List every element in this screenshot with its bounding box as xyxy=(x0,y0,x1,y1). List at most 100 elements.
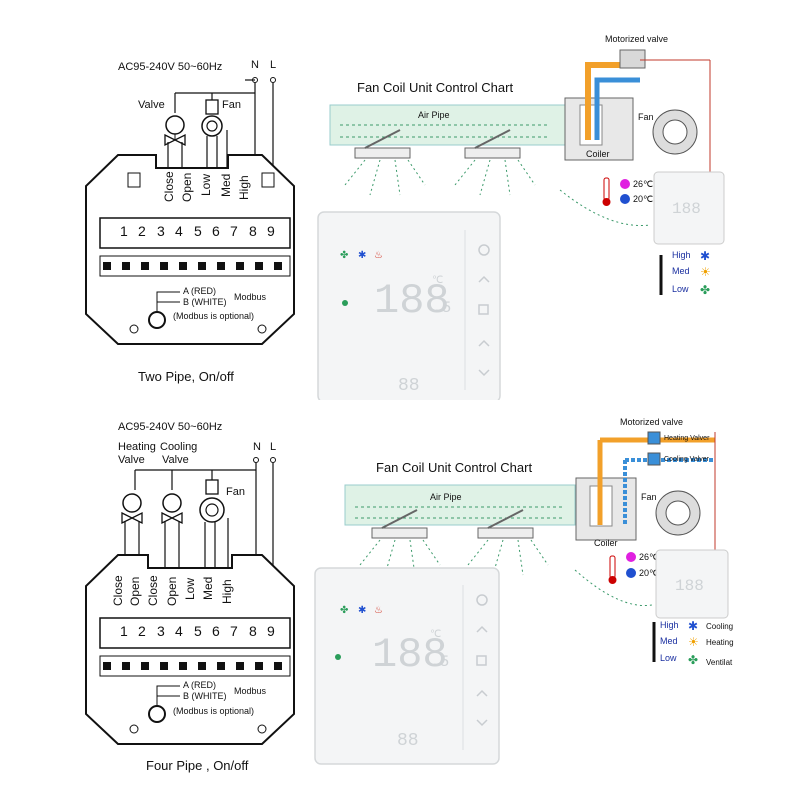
diagram-caption: Four Pipe , On/off xyxy=(146,758,249,773)
power-button-icon[interactable] xyxy=(476,594,488,606)
air-pipe-label: Air Pipe xyxy=(418,110,450,120)
airflow-arrows xyxy=(355,506,565,519)
cold-indicator-icon xyxy=(626,568,636,578)
mode-ventilation: Ventilat xyxy=(706,658,733,667)
fan-button-icon[interactable] xyxy=(476,625,488,633)
svg-text:7: 7 xyxy=(230,623,238,639)
heating-valve-icon xyxy=(121,493,143,525)
snowflake-icon: ✱ xyxy=(700,249,710,263)
modbus-note: (Modbus is optional) xyxy=(173,311,254,321)
svg-text:3: 3 xyxy=(157,223,165,239)
fan-mode-icon: ✤ xyxy=(700,283,710,297)
modbus-wires xyxy=(156,685,180,706)
heat-status-icon: ♨ xyxy=(374,605,383,616)
heating-valve-label: Heating xyxy=(118,441,156,453)
terminal-labels: Close Open Low Med High xyxy=(162,171,251,202)
live-terminal xyxy=(270,77,276,83)
svg-text:Close: Close xyxy=(162,171,176,202)
thermostat-backplate xyxy=(85,554,295,745)
chart-title: Fan Coil Unit Control Chart xyxy=(376,460,532,475)
temp-cold: 20℃ xyxy=(639,568,659,578)
cooling-valve-unit-icon xyxy=(647,452,661,466)
terminal-screws xyxy=(103,662,282,670)
speed-med: Med xyxy=(660,636,678,646)
up-button-icon[interactable] xyxy=(478,339,490,347)
fan-label: Fan xyxy=(226,486,245,498)
svg-text:6: 6 xyxy=(212,623,220,639)
svg-text:1: 1 xyxy=(120,623,128,639)
fan-button-icon[interactable] xyxy=(478,275,490,283)
down-button-icon[interactable] xyxy=(478,369,490,377)
cool-status-icon: ✱ xyxy=(358,250,366,261)
main-temp-display: 188 xyxy=(374,277,450,325)
device-buttons xyxy=(478,244,490,377)
svg-text:Open: Open xyxy=(128,577,142,606)
speed-high: High xyxy=(672,250,691,260)
power-label: AC95-240V 50~60Hz xyxy=(118,61,222,73)
power-label: AC95-240V 50~60Hz xyxy=(118,421,222,433)
svg-text:9: 9 xyxy=(267,623,275,639)
temp-hot: 26℃ xyxy=(633,179,653,189)
heat-status-icon: ♨ xyxy=(374,250,383,261)
svg-text:Med: Med xyxy=(201,577,215,600)
status-dot-icon xyxy=(335,654,341,660)
terminal-numbers: 1 2 3 4 5 6 7 8 9 xyxy=(120,623,275,639)
chart-title: Fan Coil Unit Control Chart xyxy=(357,80,513,95)
sun-icon: ☀ xyxy=(700,265,711,279)
mode-cooling: Cooling xyxy=(706,622,733,631)
fan-unit-label: Fan xyxy=(638,112,654,122)
fan-status-icon: ✤ xyxy=(340,250,348,261)
hot-indicator-icon xyxy=(626,552,636,562)
svg-text:8: 8 xyxy=(249,223,257,239)
cool-status-icon: ✱ xyxy=(358,605,366,616)
svg-text:6: 6 xyxy=(212,223,220,239)
device-buttons xyxy=(476,594,488,727)
temp-hot: 26℃ xyxy=(639,552,659,562)
svg-text:High: High xyxy=(220,579,234,604)
main-temp-unit: ℃ xyxy=(430,629,441,640)
fan-motor-icon xyxy=(199,479,225,523)
svg-text:Med: Med xyxy=(219,174,233,197)
main-temp-display: 188 xyxy=(372,631,448,679)
cooling-valve-icon xyxy=(161,493,183,525)
blower-hub-icon xyxy=(662,119,688,145)
two-pipe-panel: AC95-240V 50~60Hz N L Valve Fan Close Op xyxy=(0,0,800,403)
valve-label: Valve xyxy=(138,99,165,111)
fan-label: Fan xyxy=(222,99,241,111)
cold-indicator-icon xyxy=(620,194,630,204)
svg-text:4: 4 xyxy=(175,223,183,239)
air-pipe xyxy=(344,484,576,526)
modbus-wires xyxy=(156,291,180,312)
up-button-icon[interactable] xyxy=(476,689,488,697)
motorized-valve-label: Motorized valve xyxy=(605,34,668,44)
mode-button-icon[interactable] xyxy=(478,304,489,315)
terminal-screws xyxy=(103,262,282,270)
air-vents xyxy=(371,509,534,539)
two-pipe-diagram: AC95-240V 50~60Hz N L Valve Fan Close Op xyxy=(85,34,725,403)
heating-valve-unit-icon xyxy=(647,431,661,445)
mode-button-icon[interactable] xyxy=(476,655,487,666)
cooling-valve-tag: Cooling Valver xyxy=(664,456,710,463)
svg-text:1: 1 xyxy=(120,223,128,239)
heating-valve-label-2: Valve xyxy=(118,454,145,466)
down-button-icon[interactable] xyxy=(476,719,488,727)
cold-pipe xyxy=(623,458,715,525)
modbus-port xyxy=(148,311,166,329)
valve-icon xyxy=(164,115,186,147)
snowflake-icon: ✱ xyxy=(688,619,698,633)
temp-cold: 20℃ xyxy=(633,194,653,204)
mini-thermostat xyxy=(653,171,725,245)
mini-display: 188 xyxy=(675,577,704,595)
power-button-icon[interactable] xyxy=(478,244,490,256)
svg-text:Low: Low xyxy=(199,174,213,196)
speed-low: Low xyxy=(672,284,689,294)
cooling-valve-label-2: Valve xyxy=(162,454,189,466)
mini-display: 188 xyxy=(672,200,701,218)
svg-text:Close: Close xyxy=(111,575,125,606)
fan-motor-icon xyxy=(201,99,223,137)
neutral-label: N xyxy=(251,59,259,71)
fan-unit-label: Fan xyxy=(641,492,657,502)
svg-text:2: 2 xyxy=(138,623,146,639)
airflow-arrows xyxy=(340,124,550,138)
svg-text:8: 8 xyxy=(249,623,257,639)
